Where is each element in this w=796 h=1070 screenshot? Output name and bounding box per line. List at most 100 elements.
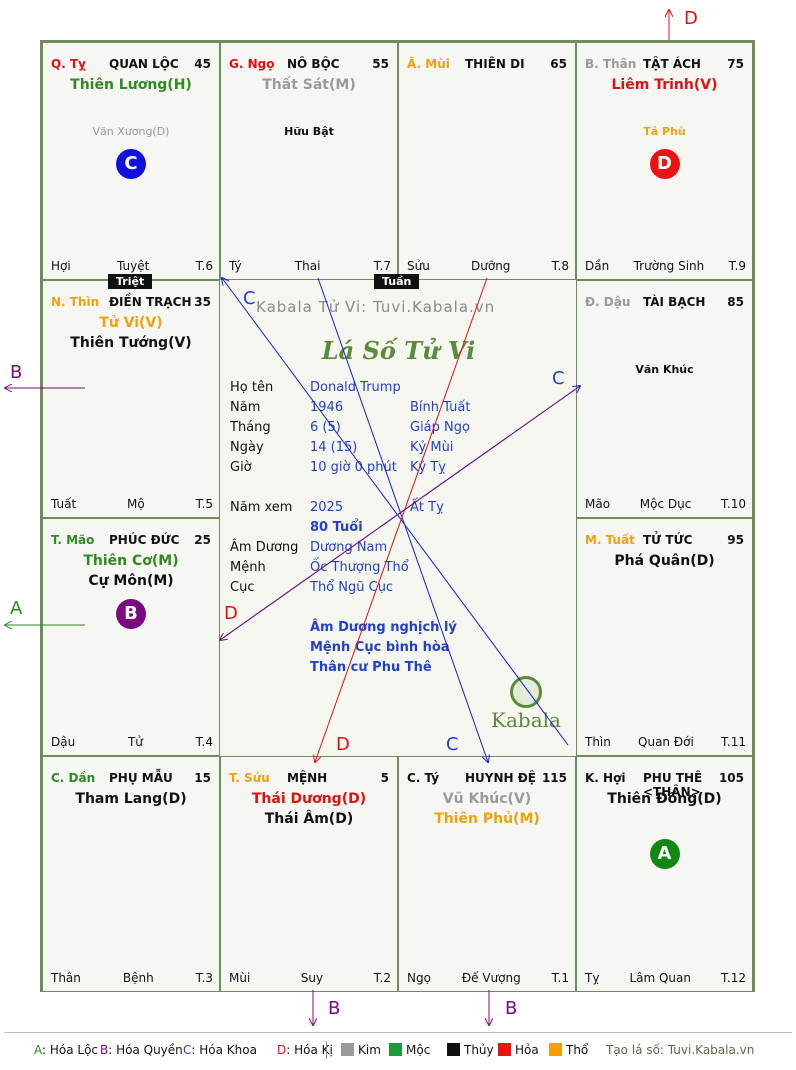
palace-age: 35 (194, 295, 211, 309)
arrow-letter-d: D (684, 8, 698, 29)
info-value-2: Kỷ Tỵ (410, 460, 446, 475)
info-value-2: Ất Tỵ (410, 500, 444, 515)
palace-name: ĐIỀN TRẠCH (109, 295, 192, 309)
main-star: Vũ Khúc(V) (442, 791, 532, 807)
palace-name: TỬ TỨC (643, 533, 693, 547)
minor-star: Văn Khúc (635, 363, 694, 376)
element-name: Kim (358, 1043, 381, 1057)
footer-item: T.6 (195, 259, 213, 273)
logo-text: Kabala (491, 708, 561, 732)
footer-item: Tuất (51, 497, 77, 511)
footer-item: T.11 (721, 735, 746, 749)
legend-item: D: Hóa Kị (277, 1043, 333, 1057)
main-star: Thiên Lương(H) (70, 77, 192, 93)
legend-item: A: Hóa Lộc (34, 1043, 98, 1057)
footer-item: Bệnh (122, 971, 154, 985)
footer-item: Mùi (229, 971, 251, 985)
footer-item: Lâm Quan (629, 971, 691, 985)
element-legend: Hỏa (498, 1043, 539, 1057)
main-star: Thiên Đồng(D) (607, 791, 722, 807)
legend-divider (4, 1032, 792, 1033)
main-star: Thiên Cơ(M) (83, 553, 179, 569)
legend-text: : Hóa Lộc (42, 1043, 99, 1057)
footer-item: T.9 (728, 259, 746, 273)
element-name: Hỏa (515, 1043, 539, 1057)
info-value: 2025 (310, 500, 344, 515)
palace-name: TÀI BẠCH (643, 295, 706, 309)
legend-text: : Hóa Quyền (108, 1043, 183, 1057)
info-label: Giờ (230, 460, 252, 475)
footer-item: Thân (51, 971, 81, 985)
footer-item: T.4 (195, 735, 213, 749)
main-star: Thái Dương(D) (251, 791, 367, 807)
palace-name: MỆNH (287, 771, 328, 785)
legend-text: : Hóa Khoa (191, 1043, 257, 1057)
element-legend: Thổ (549, 1043, 588, 1057)
palace-name: HUYNH ĐỆ (465, 771, 536, 785)
palace-can: Q. Tỵ (51, 57, 86, 71)
palace-name: TẬT ÁCH (643, 57, 701, 71)
palace-name: THIÊN DI (465, 57, 525, 71)
center-note: Mệnh Cục bình hòa (310, 640, 450, 655)
transform-circle-b: B (116, 599, 146, 629)
info-value-2: Bính Tuất (410, 400, 471, 415)
element-swatch (447, 1043, 460, 1056)
info-label: Năm xem (230, 500, 293, 515)
element-swatch (549, 1043, 562, 1056)
legend-item: C: Hóa Khoa (183, 1043, 257, 1057)
arrow-letter-d: D (224, 603, 238, 624)
center-note: Thân cư Phu Thê (310, 660, 432, 675)
palace-name: PHU THÊ <THÂN> (643, 771, 703, 799)
palace-can: N. Thìn (51, 295, 100, 309)
element-swatch (498, 1043, 511, 1056)
main-star: Thiên Tướng(V) (70, 335, 192, 351)
footer-item: Trường Sinh (633, 259, 705, 273)
palace-age: 95 (727, 533, 744, 547)
info-value: Donald Trump (310, 380, 401, 395)
arrow-letter-b: B (328, 998, 341, 1019)
info-label: Âm Dương (230, 540, 299, 555)
arrow-letter-d: D (336, 734, 350, 755)
main-star: Tham Lang(D) (75, 791, 187, 807)
site-credit: Tạo lá số: Tuvi.Kabala.vn (606, 1043, 755, 1057)
info-value-2: Giáp Ngọ (410, 420, 470, 435)
transform-circle-d: D (649, 149, 680, 179)
palace-can: G. Ngọ (229, 57, 275, 71)
footer-item: Ngọ (407, 971, 431, 985)
transform-circle-c: C (116, 149, 146, 179)
palace-can: Đ. Dậu (585, 295, 631, 309)
palace-name: QUAN LỘC (109, 57, 179, 71)
palace-age: 85 (727, 295, 744, 309)
palace-name: PHÚC ĐỨC (109, 533, 180, 547)
footer-item: Suy (300, 971, 324, 985)
legend-key: D (277, 1043, 287, 1057)
element-name: Thổ (566, 1043, 589, 1057)
footer-item: Dưỡng (471, 259, 511, 273)
footer-item: Hợi (51, 259, 71, 273)
palace-name: NÔ BỘC (287, 57, 340, 71)
arrow-letter-b: B (10, 362, 23, 383)
arrow-letter-c: C (243, 288, 256, 309)
legend-key: B (100, 1043, 109, 1057)
footer-item: Quan Đới (638, 735, 694, 749)
legend-key: A (34, 1043, 42, 1057)
palace-can: Ã. Mùi (407, 57, 450, 71)
